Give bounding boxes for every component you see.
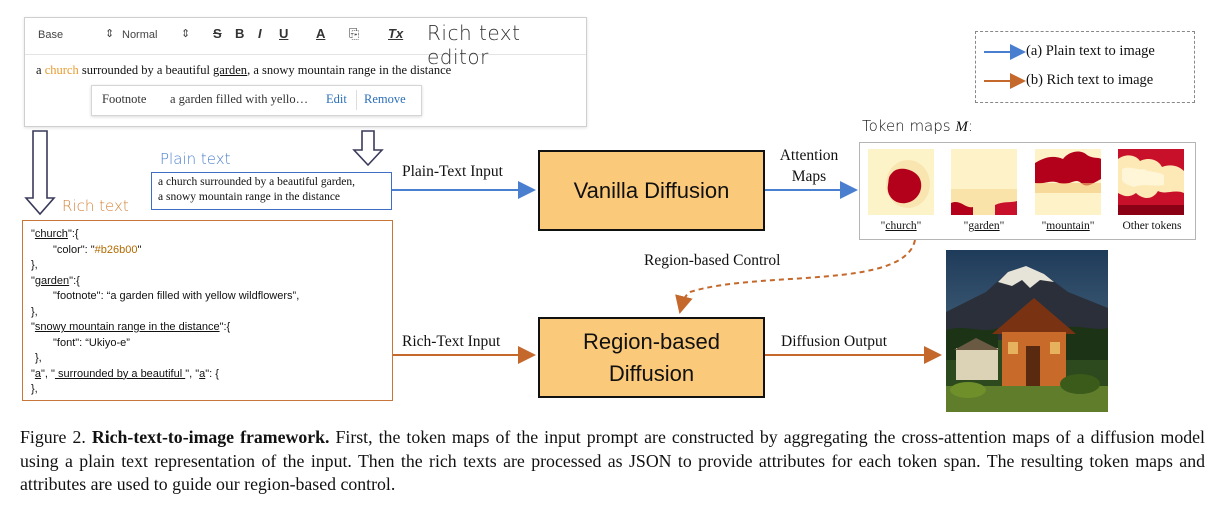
editor-to-rich-arrow — [24, 130, 56, 216]
json-line: "a", " surrounded by a beautiful ", "a":… — [31, 367, 219, 380]
plain-input-label: Plain-Text Input — [402, 163, 503, 180]
figure-caption: Figure 2. Rich-text-to-image framework. … — [20, 426, 1205, 497]
json-key-surrounded: surrounded by a beautiful — [54, 367, 186, 380]
json-line: "footnote": “a garden filled with yellow… — [53, 290, 300, 302]
bold-button[interactable]: B — [235, 26, 245, 41]
plain-text-line1: a church surrounded by a beautiful garde… — [158, 176, 356, 188]
json-key-garden: garden — [34, 274, 70, 287]
attention-label-1: Attention — [779, 147, 839, 164]
editor-title: Rich text editor — [427, 21, 521, 69]
diffusion-output-image — [946, 250, 1108, 412]
caption-mountain: "mountain" — [1041, 220, 1095, 232]
json-punct: ":{ — [67, 228, 79, 240]
rich-text-json: "church":{ "color": "#b26b00" }, "garden… — [22, 220, 393, 401]
vanilla-diffusion-label: Vanilla Diffusion — [573, 177, 730, 203]
plain-text-line2: a snowy mountain range in the distance — [158, 191, 341, 203]
legend: (a) Plain text to image (b) Rich text to… — [975, 31, 1195, 103]
json-key-a: a — [34, 367, 42, 380]
garden-map — [951, 149, 1017, 215]
region-diffusion-node: Region-based Diffusion — [538, 317, 765, 398]
editor-to-plain-arrow — [352, 130, 384, 167]
json-color-value: #b26b00 — [94, 243, 138, 256]
rich-text-label: Rich text — [62, 197, 129, 215]
legend-arrows — [984, 44, 1026, 89]
strike-button[interactable]: S — [213, 26, 222, 41]
text-color-button[interactable]: A — [316, 26, 326, 41]
other-tokens-map — [1118, 149, 1184, 215]
json-line: }, — [31, 305, 38, 318]
caption-garden-word: garden — [968, 220, 1000, 232]
attention-maps-label: Attention Maps — [770, 145, 848, 187]
plain-text-box: a church surrounded by a beautiful garde… — [151, 172, 392, 210]
editor-text-mid: surrounded by a beautiful — [78, 63, 214, 77]
editor-content[interactable]: a church surrounded by a beautiful garde… — [36, 63, 451, 78]
mountain-map — [1035, 149, 1101, 215]
caption-church-word: church — [885, 220, 917, 232]
token-maps-title-text: Token maps — [862, 117, 956, 135]
json-key-a2: a — [199, 367, 206, 380]
footnote-remove-link[interactable]: Remove — [364, 92, 406, 106]
editor-text-post: , a snowy mountain range in the distance — [247, 63, 452, 77]
footnote-text: a garden filled with yello… — [170, 92, 309, 106]
rich-text-editor: Base ⇕ Normal ⇕ S B I U A ⎘ Tx Rich text… — [24, 17, 587, 127]
json-line: "church":{ — [31, 228, 79, 240]
attention-label-2: Maps — [791, 168, 827, 185]
plain-text-label: Plain text — [160, 150, 231, 168]
underline-button[interactable]: U — [279, 26, 289, 41]
style-select[interactable]: Base — [38, 29, 64, 41]
json-line: "font": “Ukiyo-e” — [53, 336, 130, 349]
json-line: "garden":{ — [31, 274, 80, 287]
footnote-divider — [356, 90, 357, 110]
footnote-icon[interactable]: ⎘ — [349, 26, 360, 41]
region-control-label: Region-based Control — [644, 252, 781, 269]
json-punct: ":{ — [219, 321, 231, 333]
token-maps-title: Token maps M: — [862, 117, 973, 136]
json-line: }, — [31, 383, 38, 395]
size-select-caret-icon[interactable]: ⇕ — [181, 28, 191, 40]
json-line: }, — [31, 259, 38, 271]
caption-garden: "garden" — [963, 220, 1005, 232]
json-line: }, — [35, 352, 42, 364]
editor-toolbar: Base ⇕ Normal ⇕ S B I U A ⎘ Tx Rich text… — [25, 18, 586, 69]
caption-body: First, the token maps of the input promp… — [20, 427, 1205, 494]
editor-word-garden: garden — [213, 63, 248, 77]
token-maps-panel: "church" "garden" "mountain" Other token… — [859, 142, 1196, 240]
legend-plain: (a) Plain text to image — [1026, 43, 1155, 59]
token-maps-symbol: M — [955, 119, 968, 135]
italic-button[interactable]: I — [258, 26, 262, 41]
vanilla-diffusion-node: Vanilla Diffusion — [538, 150, 765, 231]
region-control-arrow — [675, 239, 916, 314]
caption-title: Rich-text-to-image framework. — [91, 427, 330, 447]
style-select-caret-icon[interactable]: ⇕ — [105, 28, 115, 40]
caption-figure-number: Figure 2. — [20, 427, 86, 447]
token-maps-colon: : — [967, 117, 973, 135]
region-diffusion-label-1: Region-based — [583, 328, 720, 354]
legend-rich: (b) Rich text to image — [1026, 72, 1154, 88]
json-key-mountain: snowy mountain range in the distance — [34, 321, 220, 333]
diagram-connectors — [24, 130, 942, 364]
json-line: "snowy mountain range in the distance":{ — [31, 321, 231, 333]
clear-format-button[interactable]: Tx — [388, 26, 404, 41]
caption-church: "church" — [880, 220, 922, 232]
region-diffusion-label-2: Diffusion — [608, 360, 695, 386]
editor-word-church: church — [44, 63, 79, 77]
json-color-line: "color": "#b26b00" — [53, 243, 142, 256]
diffusion-output-label: Diffusion Output — [781, 333, 888, 350]
caption-other-tokens: Other tokens — [1122, 220, 1182, 232]
footnote-edit-link[interactable]: Edit — [326, 92, 347, 106]
footnote-label: Footnote — [102, 92, 147, 106]
size-select[interactable]: Normal — [122, 29, 158, 41]
footnote-popover: Footnote a garden filled with yello… Edi… — [91, 85, 422, 116]
caption-mountain-word: mountain — [1046, 220, 1090, 232]
json-line: "color": "#b26b00" — [31, 243, 384, 259]
json-key-church: church — [34, 228, 68, 240]
church-map — [868, 149, 934, 215]
json-punct: ":{ — [69, 274, 80, 287]
rich-input-label: Rich-Text Input — [402, 333, 501, 350]
editor-text-a: a — [36, 63, 45, 77]
